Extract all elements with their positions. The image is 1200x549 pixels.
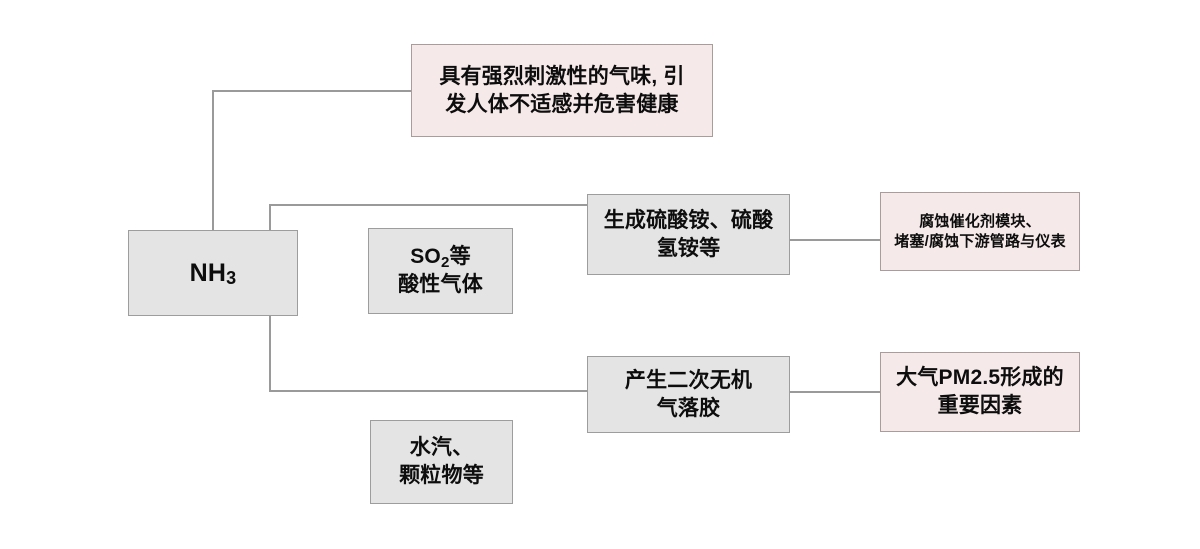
node-vapor-particulates[interactable]: 水汽、 颗粒物等 <box>370 420 513 504</box>
node-acid-gases[interactable]: SO2等酸性气体 <box>368 228 513 314</box>
connector-nh3-to-irritant <box>212 90 411 230</box>
node-ammonium-sulfate[interactable]: 生成硫酸铵、硫酸 氢铵等 <box>587 194 790 275</box>
node-acid-gases-label: SO2等酸性气体 <box>398 245 483 296</box>
node-nh3-label: NH3 <box>189 258 237 289</box>
node-secondary-aerosol-label: 产生二次无机 气落胶 <box>624 368 753 420</box>
node-vapor-particulates-label: 水汽、 颗粒物等 <box>399 436 484 487</box>
node-ammonium-sulfate-label: 生成硫酸铵、硫酸 氢铵等 <box>603 208 774 260</box>
node-irritant-odor-label: 具有强烈刺激性的气味, 引 发人体不适感并危害健康 <box>439 64 685 116</box>
node-pm25-factor[interactable]: 大气PM2.5形成的 重要因素 <box>880 352 1080 432</box>
node-nh3[interactable]: NH3 <box>128 230 298 316</box>
connector-nh3-to-sulfate <box>269 204 587 230</box>
so2-subscript: 2 <box>440 253 450 271</box>
connector-nh3-to-aerosol <box>269 316 587 392</box>
nh3-subscript: 3 <box>226 268 237 289</box>
node-pm25-factor-label: 大气PM2.5形成的 重要因素 <box>896 366 1064 417</box>
node-secondary-aerosol[interactable]: 产生二次无机 气落胶 <box>587 356 790 433</box>
node-catalyst-corrosion-label: 腐蚀催化剂模块、 堵塞/腐蚀下游管路与仪表 <box>894 212 1066 250</box>
node-catalyst-corrosion[interactable]: 腐蚀催化剂模块、 堵塞/腐蚀下游管路与仪表 <box>880 192 1080 271</box>
node-irritant-odor[interactable]: 具有强烈刺激性的气味, 引 发人体不适感并危害健康 <box>411 44 713 137</box>
